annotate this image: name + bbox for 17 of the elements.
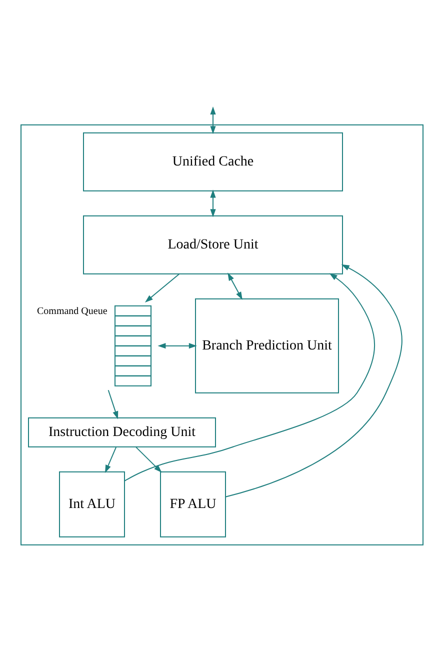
arrow (107, 390, 118, 420)
node-box: Branch Prediction Unit (194, 298, 338, 394)
arrow (227, 272, 242, 300)
node-box: Load/Store Unit (82, 215, 342, 274)
arrow (144, 273, 180, 302)
node-label: Command Queue (36, 306, 107, 317)
arrow (124, 273, 375, 482)
node-box: Instruction Decoding Unit (28, 417, 216, 448)
node-box: FP ALU (160, 471, 226, 538)
arrow (157, 343, 196, 349)
node-box: Int ALU (58, 471, 124, 538)
arrow (135, 446, 162, 473)
arrow (210, 190, 216, 218)
arrow (224, 264, 402, 498)
arrow (104, 446, 116, 473)
node-box: Unified Cache (82, 132, 342, 192)
arrow (210, 106, 216, 134)
